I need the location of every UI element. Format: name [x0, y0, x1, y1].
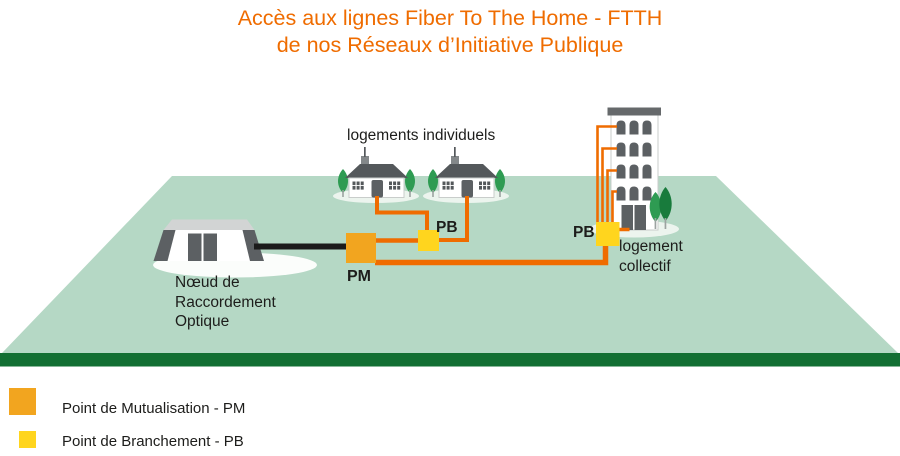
title-line2: de nos Réseaux d’Initiative Publique: [276, 32, 624, 57]
building-door: [621, 205, 633, 230]
legend-pb-swatch: [19, 431, 36, 448]
nro-roof: [163, 219, 255, 230]
tree-trunk: [654, 218, 657, 229]
label-pm: PM: [347, 268, 371, 285]
link-house1-to-pb: [375, 196, 429, 231]
label-collective-home: logement collectif: [619, 238, 683, 275]
building-roof: [607, 107, 661, 116]
tree: [649, 192, 662, 222]
house-2: [422, 146, 510, 204]
legend-pb-label: Point de Branchement - PB: [62, 433, 244, 450]
tree: [659, 187, 672, 221]
title-line1: Accès aux lignes Fiber To The Home - FTT…: [237, 6, 663, 30]
nro-left-panel: [153, 230, 176, 261]
label-pb-building: PB: [573, 224, 595, 241]
nro-building: [153, 219, 317, 278]
link-house2-to-pb: [438, 196, 469, 242]
fiber-links: [375, 125, 630, 266]
collective-building: [589, 107, 679, 238]
tree-trunk: [664, 218, 667, 229]
nro-door: [188, 233, 202, 261]
pb-node-building: [596, 222, 620, 246]
house-1: [332, 146, 420, 204]
legend-pm-swatch: [9, 388, 36, 415]
nro-door: [203, 233, 217, 261]
fiber-cable: [254, 243, 347, 250]
label-pb-houses: PB: [436, 219, 458, 236]
legend-pm-label: Point de Mutualisation - PM: [62, 400, 246, 417]
label-individual-homes: logements individuels: [347, 127, 496, 144]
page-title: Accès aux lignes Fiber To The Home - FTT…: [0, 5, 900, 58]
nro-right-panel: [242, 230, 264, 261]
label-nro: Nœud de Raccordement Optique: [175, 274, 276, 330]
building-risers: [596, 125, 617, 223]
ground-front-edge: [0, 353, 900, 367]
pb-node-houses: [418, 230, 439, 251]
link-pm-to-pb-building: [375, 245, 609, 266]
building-door: [634, 205, 646, 230]
pm-node: [346, 233, 376, 263]
